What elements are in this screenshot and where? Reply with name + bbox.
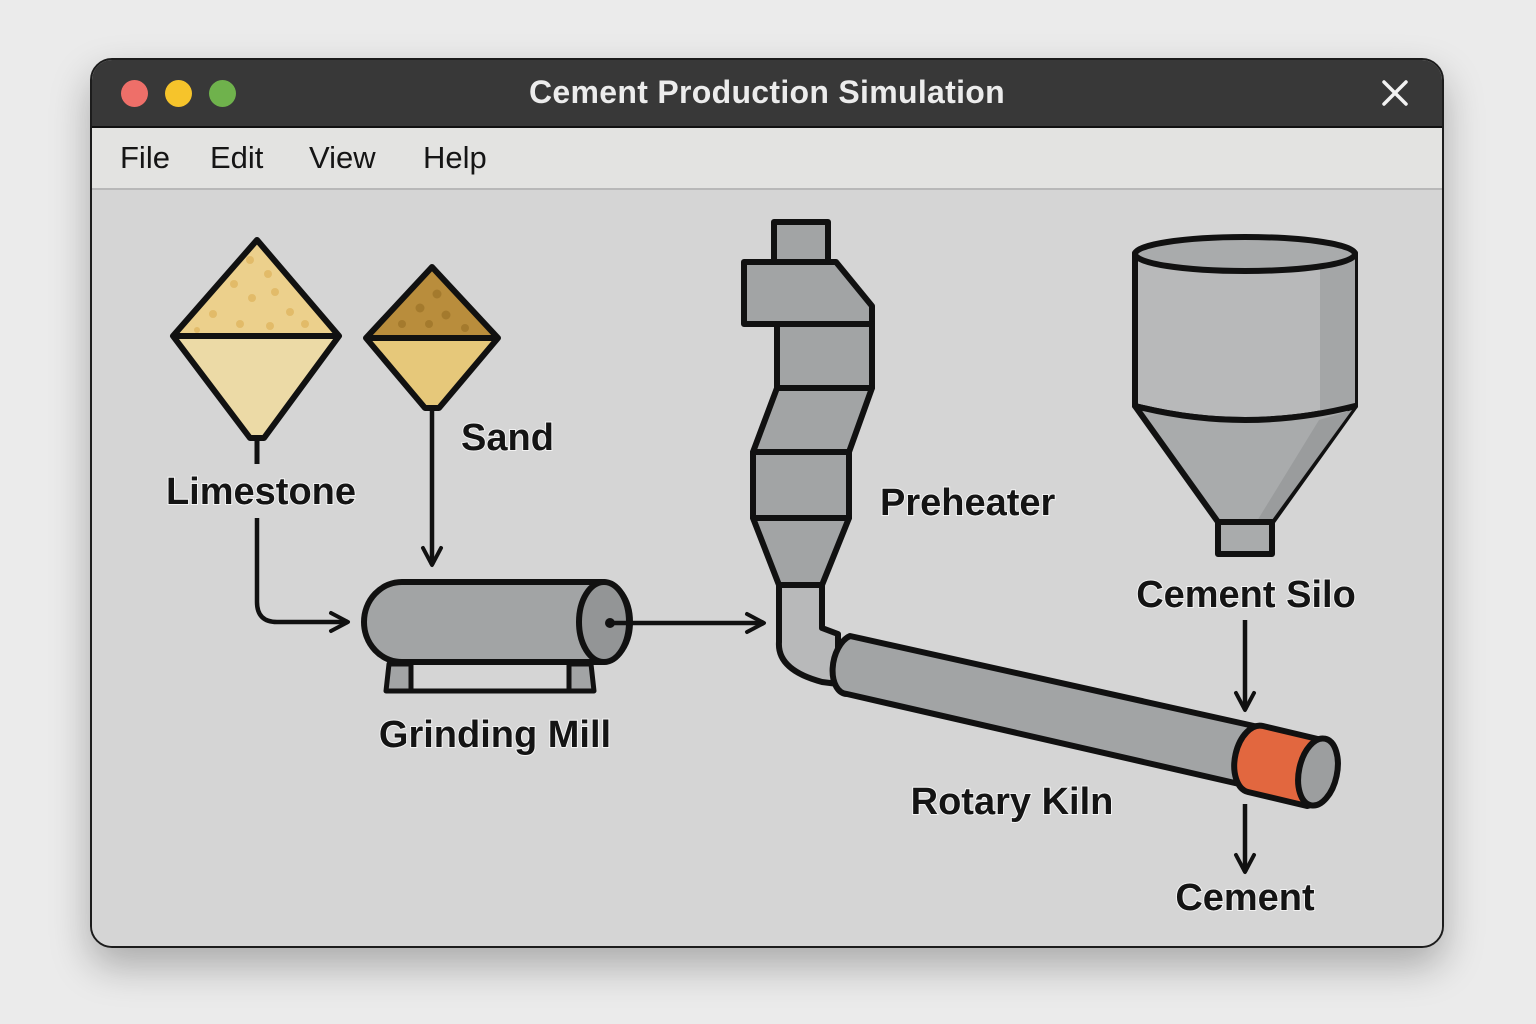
minimize-traffic-light-button[interactable] — [165, 80, 192, 107]
grinding-mill-icon[interactable] — [361, 579, 633, 694]
grinding-mill-label: Grinding Mill — [379, 714, 611, 756]
limestone-label: Limestone — [166, 471, 356, 513]
window-title: Cement Production Simulation — [529, 74, 1005, 110]
menu-view[interactable]: View — [309, 140, 376, 175]
title-bar: Cement Production Simulation — [92, 60, 1442, 128]
cement-silo-label: Cement Silo — [1136, 574, 1356, 616]
diagram-canvas: Limestone Sand Grinding Mill Preheater C… — [92, 190, 1442, 946]
close-button[interactable] — [1378, 76, 1412, 110]
menu-edit[interactable]: Edit — [210, 140, 264, 175]
preheater-label: Preheater — [880, 482, 1056, 524]
rotary-kiln-label: Rotary Kiln — [911, 781, 1114, 823]
sand-hopper-icon[interactable] — [363, 264, 501, 411]
menu-help[interactable]: Help — [423, 140, 487, 175]
sand-label: Sand — [461, 417, 554, 459]
limestone-to-mill-arrow — [254, 518, 350, 633]
close-traffic-light-button[interactable] — [121, 80, 148, 107]
cement-silo-icon[interactable] — [1132, 234, 1358, 557]
preheater-icon[interactable] — [741, 219, 875, 687]
maximize-traffic-light-button[interactable] — [209, 80, 236, 107]
process-diagram: Limestone Sand Grinding Mill Preheater C… — [165, 219, 1358, 920]
rotary-kiln-icon[interactable] — [829, 633, 1344, 809]
cement-label: Cement — [1175, 877, 1315, 919]
limestone-hopper-icon[interactable] — [170, 237, 342, 464]
close-icon — [1382, 80, 1408, 106]
app-window: Cement Production Simulation File Edit V… — [90, 58, 1444, 948]
menu-file[interactable]: File — [120, 140, 170, 175]
menu-bar: File Edit View Help — [92, 128, 1442, 190]
